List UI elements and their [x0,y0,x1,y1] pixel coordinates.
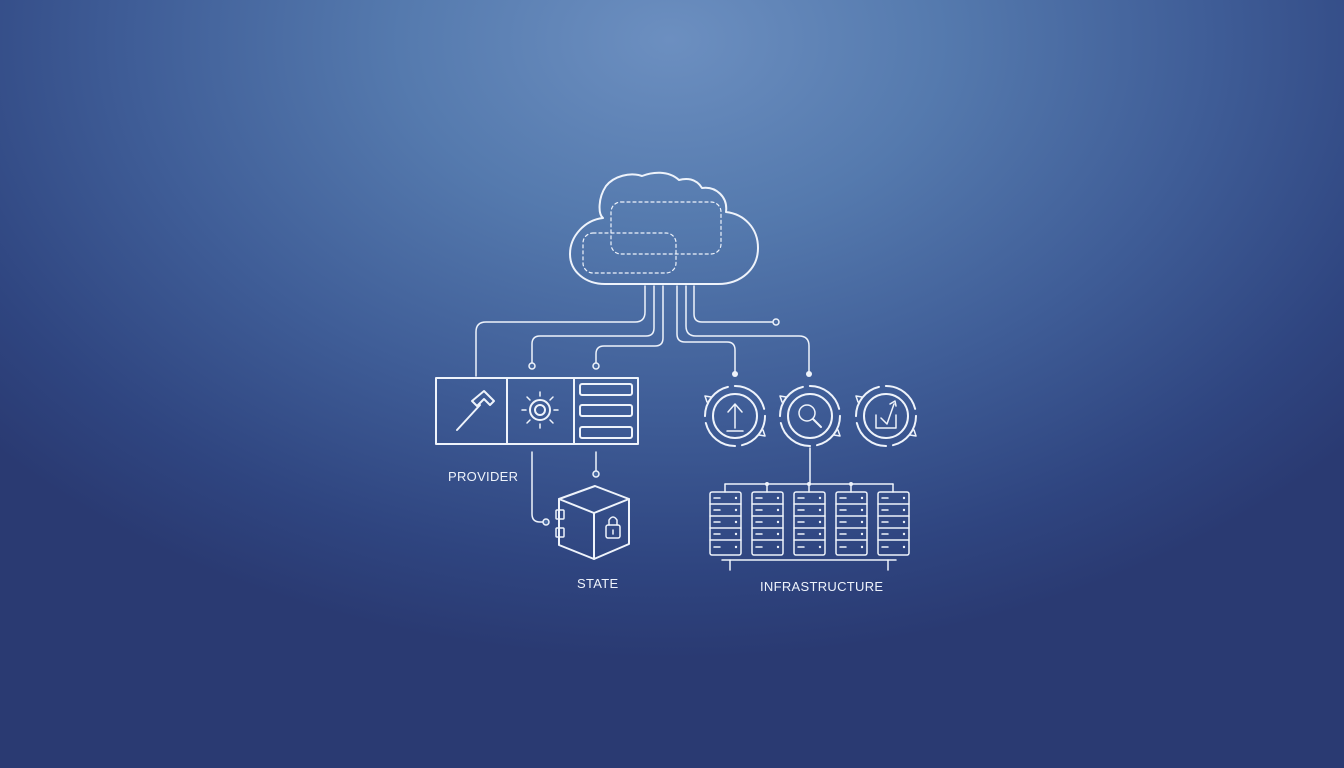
state-connectors [531,451,600,526]
locked-cube-icon [555,485,630,560]
provider-label: PROVIDER [448,469,519,484]
server-rack-icon [793,491,826,556]
list-icon [579,383,633,439]
connector-lines [475,285,812,377]
infrastructure-connectors [721,447,897,571]
hammer-icon [456,390,495,431]
server-rack-icon [835,491,868,556]
server-rack-icon [877,491,910,556]
infrastructure-label: INFRASTRUCTURE [760,579,884,594]
server-rack-icon [709,491,742,556]
provider-panel [435,377,639,445]
apply-cycle-icon [855,385,917,447]
search-cycle-icon [779,385,841,447]
cloud-icon [569,171,759,285]
upload-cycle-icon [704,385,766,447]
server-rack-icon [751,491,784,556]
gear-icon [521,391,559,429]
state-label: STATE [577,576,619,591]
